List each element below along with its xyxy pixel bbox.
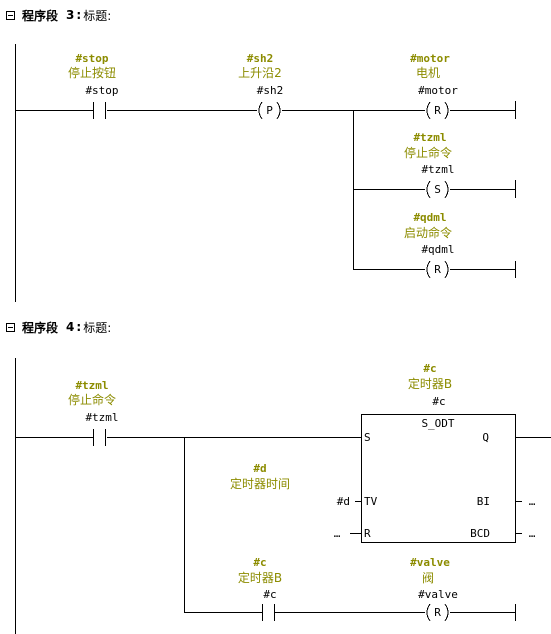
coil-symbol: #qdml (413, 211, 446, 224)
coil-label: R (434, 606, 441, 619)
pin-q: Q (482, 431, 489, 444)
timer-type: S_ODT (421, 417, 454, 430)
segment-label: 程序段 (22, 320, 59, 335)
edge-label: P (266, 104, 273, 117)
bi-value: … (529, 495, 536, 508)
segment-4-network: #tzml 停止命令 #tzml #c 定时器B #c S_ODT S Q TV… (15, 358, 551, 634)
pin-bi: BI (477, 495, 490, 508)
timer-box (361, 414, 516, 543)
coil-operand: #tzml (421, 163, 454, 176)
coil-operand: #motor (418, 84, 458, 97)
pin-r: R (364, 527, 371, 540)
pin-s: S (364, 431, 371, 444)
coil-symbol: #tzml (413, 131, 446, 144)
contact-operand: #stop (85, 84, 118, 97)
contact-symbol: #tzml (75, 379, 108, 392)
segment-4-header[interactable]: 程序段 4 : 标题: (2, 318, 111, 336)
contact-symbol: #stop (75, 52, 108, 65)
edge-comment: 上升沿2 (238, 66, 282, 80)
coil-label: S (434, 183, 441, 196)
coil-label: R (434, 263, 441, 276)
timer-operand: #c (432, 395, 445, 408)
tv-value: #d (337, 495, 350, 508)
edge-symbol: #sh2 (247, 52, 274, 65)
contact-comment: 定时器B (238, 570, 282, 585)
bcd-value: … (529, 527, 536, 540)
segment-title: 标题: (83, 320, 112, 335)
contact-stop[interactable]: #stop 停止按钮 #stop (68, 52, 119, 119)
timer-comment: 定时器B (408, 376, 452, 391)
coil-qdml[interactable]: R #qdml 启动命令 #qdml (404, 211, 455, 279)
segment-title: 标题: (83, 8, 112, 23)
collapse-toggle-icon[interactable] (6, 322, 15, 332)
tv-symbol: #d (253, 462, 266, 475)
contact-operand: #c (263, 588, 276, 601)
segment-number: 4 (66, 320, 75, 334)
contact-symbol: #c (253, 556, 266, 569)
contact-operand: #tzml (85, 411, 118, 424)
segment-label: 程序段 (22, 8, 59, 23)
coil-tzml[interactable]: S #tzml 停止命令 #tzml (404, 131, 455, 199)
edge-operand: #sh2 (257, 84, 284, 97)
coil-valve[interactable]: R #valve 阀 #valve (410, 556, 458, 622)
tv-comment: 定时器时间 (230, 476, 290, 491)
r-value: … (334, 527, 341, 540)
segment-separator: : (76, 8, 82, 22)
pin-tv: TV (364, 495, 378, 508)
contact-comment: 停止按钮 (68, 65, 116, 80)
collapse-toggle-icon[interactable] (6, 10, 15, 20)
segment-number: 3 (66, 8, 75, 22)
coil-symbol: #valve (410, 556, 450, 569)
coil-operand: #valve (418, 588, 458, 601)
pin-bcd: BCD (470, 527, 490, 540)
timer-symbol: #c (423, 362, 436, 375)
contact-comment: 停止命令 (68, 392, 116, 407)
pos-edge-sh2[interactable]: P #sh2 上升沿2 #sh2 (238, 52, 284, 120)
timer-block-c[interactable]: #c 定时器B #c S_ODT S Q TV BI R BCD #d #d 定… (230, 362, 536, 543)
coil-operand: #qdml (421, 243, 454, 256)
segment-3-header[interactable]: 程序段 3 : 标题: (2, 6, 111, 24)
coil-comment: 停止命令 (404, 145, 452, 160)
contact-c[interactable]: #c 定时器B #c (238, 556, 282, 621)
coil-comment: 电机 (416, 66, 440, 80)
segment-3-network: #stop 停止按钮 #stop P #sh2 上升沿2 #sh2 R #mot… (15, 44, 516, 302)
contact-tzml[interactable]: #tzml 停止命令 #tzml (68, 379, 119, 446)
segment-separator: : (76, 320, 82, 334)
coil-comment: 阀 (422, 571, 434, 585)
coil-label: R (434, 104, 441, 117)
coil-symbol: #motor (410, 52, 450, 65)
coil-motor[interactable]: R #motor 电机 #motor (410, 52, 458, 120)
coil-comment: 启动命令 (404, 225, 452, 240)
